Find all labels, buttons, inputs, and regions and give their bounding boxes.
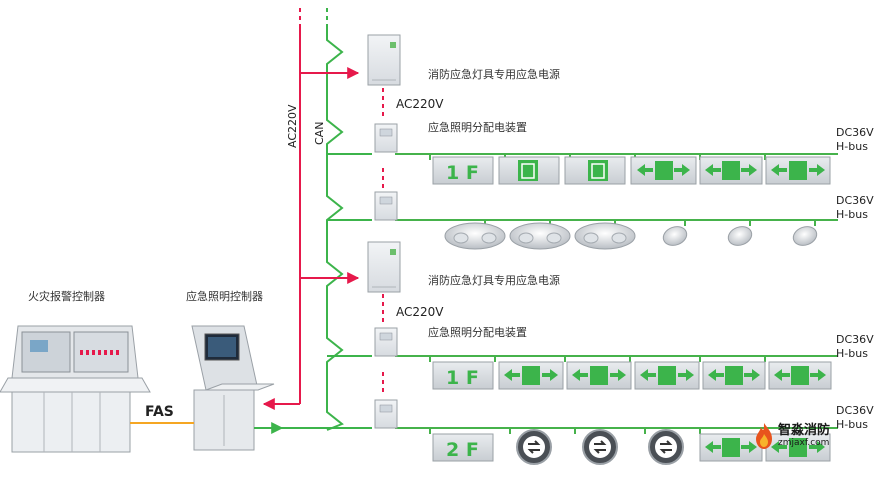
- exit-bidirectional-sign-row4-b: [765, 433, 831, 462]
- emergency-lighting-controller-cabinet: [191, 325, 275, 451]
- downlight-2: [727, 226, 753, 246]
- floor-sign-1f-row3: 1 F: [432, 361, 494, 390]
- dc36v-label-1: DC36V: [836, 126, 874, 139]
- round-direction-indicator-1: [516, 429, 552, 465]
- downlight-1: [662, 226, 688, 246]
- watermark-url: zmjaxf.com: [778, 438, 830, 448]
- ceiling-double-light-1: [444, 222, 506, 250]
- distribution-box-4: [374, 399, 398, 429]
- dc36v-label-2: DC36V: [836, 194, 874, 207]
- watermark-name: 智淼消防: [778, 423, 831, 438]
- exit-bidirectional-sign-row4-a: [699, 433, 763, 462]
- floor-sign-text-1f-b: 1 F: [446, 367, 479, 389]
- distribution-box-1: [374, 123, 398, 153]
- exit-bidirectional-sign-row1-c: [765, 156, 831, 185]
- downlight-3: [792, 226, 818, 246]
- power-supply-cabinet-1: [367, 34, 401, 86]
- watermark-logo: 智淼消防 zmjaxf.com: [752, 418, 836, 458]
- exit-bidirectional-sign-row1-b: [699, 156, 763, 185]
- power-supply-cabinet-2: [367, 241, 401, 293]
- exit-bidirectional-sign-row3-b: [566, 361, 632, 390]
- exit-bidirectional-sign-row3-e: [768, 361, 832, 390]
- power-supply-label-2: 消防应急灯具专用应急电源: [428, 273, 560, 287]
- fire-alarm-controller-console: [0, 325, 151, 453]
- ac220v-label-2: AC220V: [396, 305, 444, 319]
- hbus-label-4: H-bus: [836, 418, 868, 431]
- round-direction-indicator-3: [648, 429, 684, 465]
- flame-logo-icon: [756, 423, 772, 449]
- exit-bidirectional-sign-row3-c: [634, 361, 700, 390]
- can-trunk: [326, 28, 344, 431]
- can-vertical-label: CAN: [313, 122, 326, 145]
- floor-sign-text-1f-a: 1 F: [446, 162, 479, 184]
- fas-label: FAS: [145, 404, 174, 420]
- distribution-label-2: 应急照明分配电装置: [428, 325, 527, 339]
- distribution-box-2: [374, 191, 398, 221]
- dc36v-label-4: DC36V: [836, 404, 874, 417]
- ceiling-double-light-2: [509, 222, 571, 250]
- hbus-label-1: H-bus: [836, 140, 868, 153]
- fire-alarm-controller-label: 火灾报警控制器: [28, 289, 105, 303]
- ac220v-vertical-label: AC220V: [286, 104, 299, 148]
- bus-line-3: [395, 355, 838, 362]
- exit-bidirectional-sign-row3-a: [498, 361, 564, 390]
- hbus-label-3: H-bus: [836, 347, 868, 360]
- power-supply-label-1: 消防应急灯具专用应急电源: [428, 67, 560, 81]
- exit-bidirectional-sign-row1-a: [630, 156, 697, 185]
- distribution-box-3: [374, 327, 398, 357]
- distribution-label-1: 应急照明分配电装置: [428, 120, 527, 134]
- round-direction-indicator-2: [582, 429, 618, 465]
- exit-door-sign-row1-a: [498, 156, 560, 185]
- ceiling-double-light-3: [574, 222, 636, 250]
- hbus-label-2: H-bus: [836, 208, 868, 221]
- dc36v-label-3: DC36V: [836, 333, 874, 346]
- emergency-lighting-controller-label: 应急照明控制器: [186, 289, 263, 303]
- ac220v-label-1: AC220V: [396, 97, 444, 111]
- floor-sign-2f: 2 F: [432, 433, 494, 462]
- exit-door-sign-row1-b: [564, 156, 626, 185]
- floor-sign-1f-row1: 1 F: [432, 156, 494, 185]
- floor-sign-text-2f: 2 F: [446, 439, 479, 461]
- exit-bidirectional-sign-row3-d: [702, 361, 766, 390]
